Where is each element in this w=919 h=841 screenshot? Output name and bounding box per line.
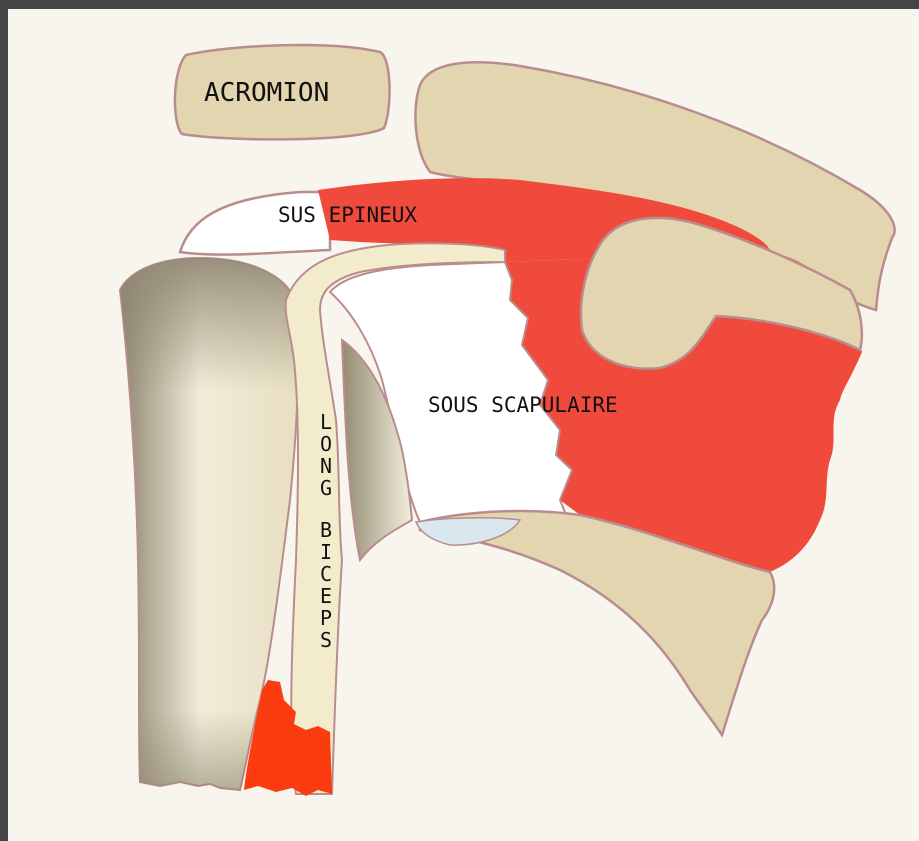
label-acromion: ACROMION <box>204 78 329 108</box>
label-long-biceps-letter: L <box>320 410 332 434</box>
label-long-biceps-letter: E <box>320 584 332 608</box>
label-sus-epineux: SUS EPINEUX <box>278 203 417 227</box>
label-long-biceps-letter: O <box>320 432 332 456</box>
label-long-biceps-letter: I <box>320 540 332 564</box>
label-long-biceps-letter: S <box>320 628 332 652</box>
label-long-biceps-letter: N <box>320 454 332 478</box>
label-long-biceps-letter: B <box>320 518 332 542</box>
label-sous-scapulaire: SOUS SCAPULAIRE <box>428 393 618 417</box>
label-long-biceps-letter: P <box>320 606 332 630</box>
label-long-biceps-letter: G <box>320 476 332 500</box>
label-long-biceps-letter: C <box>320 562 332 586</box>
